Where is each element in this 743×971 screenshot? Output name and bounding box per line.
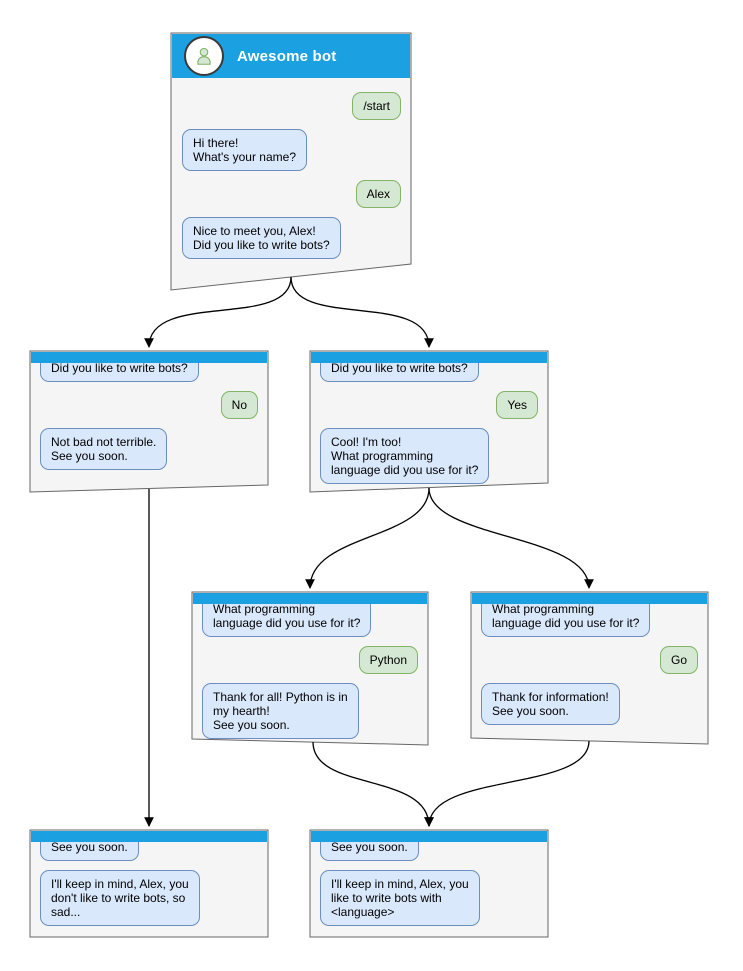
bot-message-bubble: Cool! I'm too! What programming language… [320,428,490,484]
edge-go-branch-to-end-yes [424,740,590,827]
edge-root-to-no-branch [144,276,292,348]
user-message-bubble: /start [352,92,401,120]
edge-root-to-yes-branch [290,276,434,348]
bot-message-bubble: I'll keep in mind, Alex, you like to wri… [320,870,480,926]
python-branch-strip [193,593,427,604]
user-message-bubble: Python [358,646,418,674]
end-yes-strip [311,831,547,842]
bot-message-bubble: Thank for all! Python is in my hearth! S… [202,683,359,739]
node-end-yes: See you soon. I'll keep in mind, Alex, y… [310,833,548,926]
edge-yes-branch-to-go-branch [428,487,594,589]
end-no-strip [31,831,267,842]
bot-message-bubble: Hi there! What's your name? [182,129,308,171]
node-go-branch: What programming language did you use fo… [471,595,708,725]
root-titlebar: Awesome bot [172,34,410,78]
go-branch-strip [472,593,707,604]
node-no-branch: Did you like to write bots? No Not bad n… [30,354,268,470]
bot-message-bubble: Nice to meet you, Alex! Did you like to … [182,217,341,259]
node-yes-branch: Did you like to write bots? Yes Cool! I'… [310,354,548,484]
user-message-bubble: No [220,391,258,419]
bot-message-bubble: Not bad not terrible. See you soon. [40,428,168,470]
yes-branch-strip [311,352,547,363]
node-end-no: See you soon. I'll keep in mind, Alex, y… [30,833,268,926]
user-message-bubble: Yes [496,391,538,419]
bot-message-bubble: Thank for information! See you soon. [481,683,620,725]
no-branch-strip [31,352,267,363]
person-icon [197,47,211,65]
user-message-bubble: Alex [355,180,401,208]
edge-yes-branch-to-python-branch [305,487,430,589]
node-python-branch: What programming language did you use fo… [192,595,428,739]
node-root: /start Hi there! What's your name? Alex … [171,78,411,259]
edge-python-branch-to-end-yes [312,741,434,827]
user-message-bubble: Go [659,646,698,674]
bot-title: Awesome bot [237,47,337,65]
bot-avatar [184,36,224,76]
bot-message-bubble: I'll keep in mind, Alex, you don't like … [40,870,200,926]
